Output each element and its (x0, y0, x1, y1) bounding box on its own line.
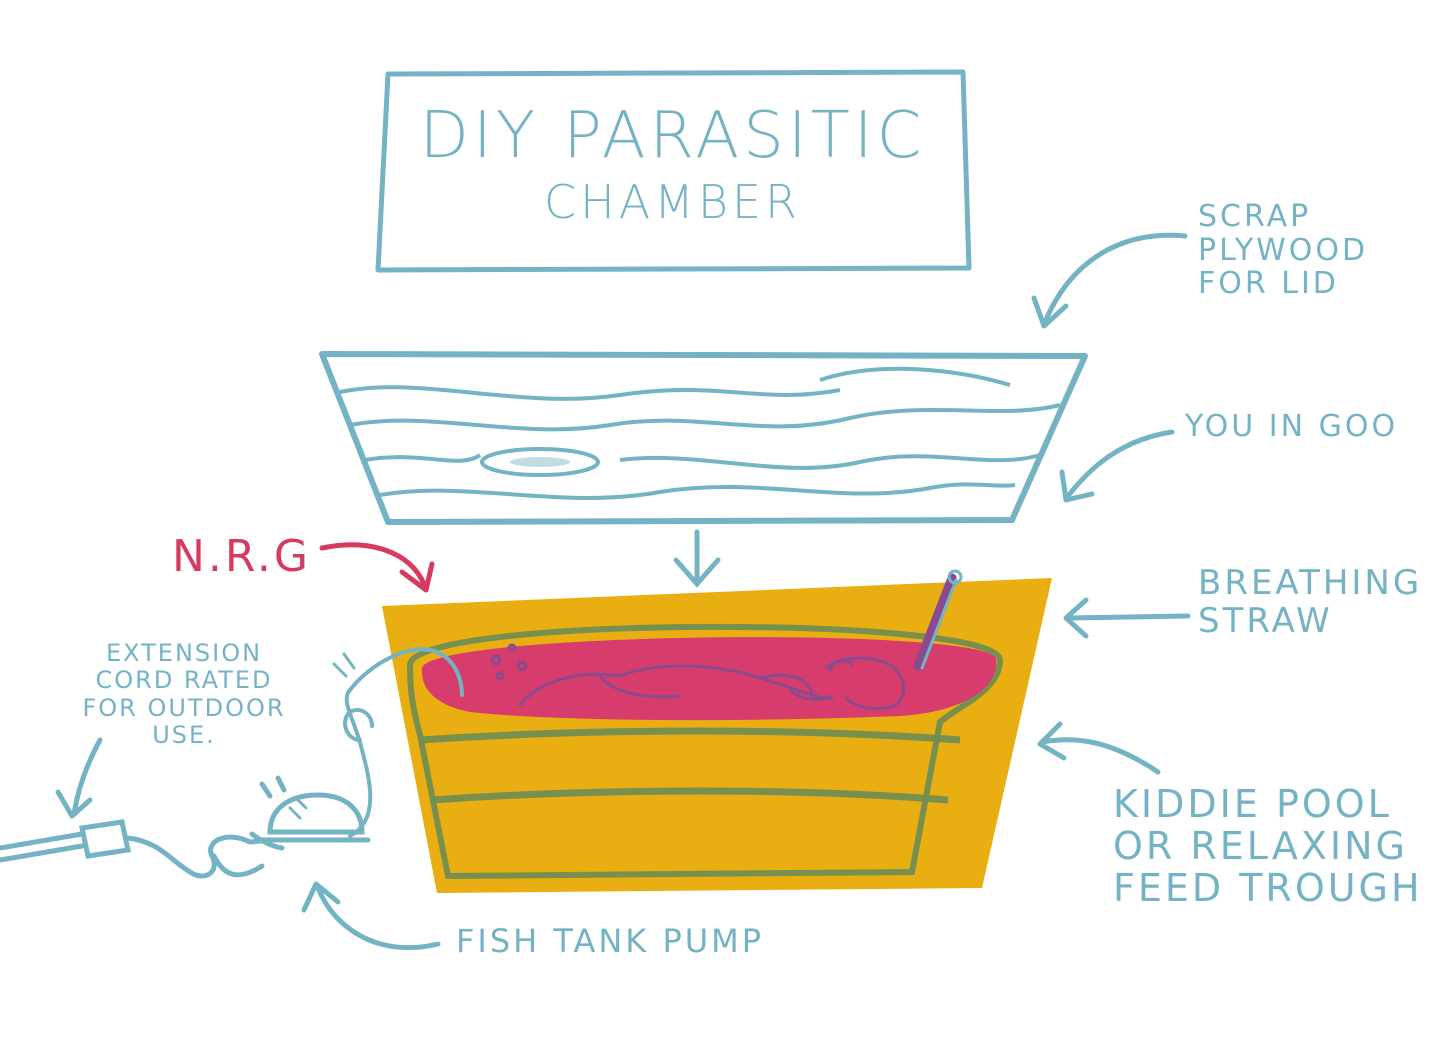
title-line-2: CHAMBER (543, 174, 801, 229)
down-arrow-icon (673, 529, 721, 588)
person-lying-icon (518, 656, 906, 710)
feed-trough-icon (382, 578, 1052, 893)
extension-cord-icon (0, 819, 273, 879)
lid-arrow-icon (1042, 232, 1188, 325)
label-lid: SCRAP PLYWOOD FOR LID (1198, 199, 1369, 302)
title-line-1: DIY PARASITIC (419, 99, 926, 173)
label-nrg: N.R.G (172, 531, 311, 582)
nrg-arrow-icon (319, 542, 435, 593)
cord-arrow-icon (71, 737, 103, 817)
label-goo: YOU IN GOO (1185, 409, 1399, 444)
air-tube (332, 647, 464, 838)
pool-arrow-icon (1039, 737, 1161, 775)
plywood-board-icon (319, 351, 1088, 525)
title-box (375, 69, 972, 273)
label-cord: EXTENSION CORD RATED FOR OUTDOOR USE. (82, 639, 286, 750)
breathing-straw-icon (913, 569, 963, 671)
label-pool: KIDDIE POOL OR RELAXING FEED TROUGH (1113, 782, 1423, 910)
label-pump: FISH TANK PUMP (456, 922, 765, 960)
diagram-title: DIY PARASITIC CHAMBER (380, 98, 965, 230)
label-straw: BREATHING STRAW (1198, 563, 1423, 642)
label-arrows (55, 232, 1191, 951)
straw-arrow-icon (1065, 613, 1191, 621)
pump-arrow-icon (315, 885, 441, 951)
goo-arrow-icon (1065, 429, 1175, 499)
